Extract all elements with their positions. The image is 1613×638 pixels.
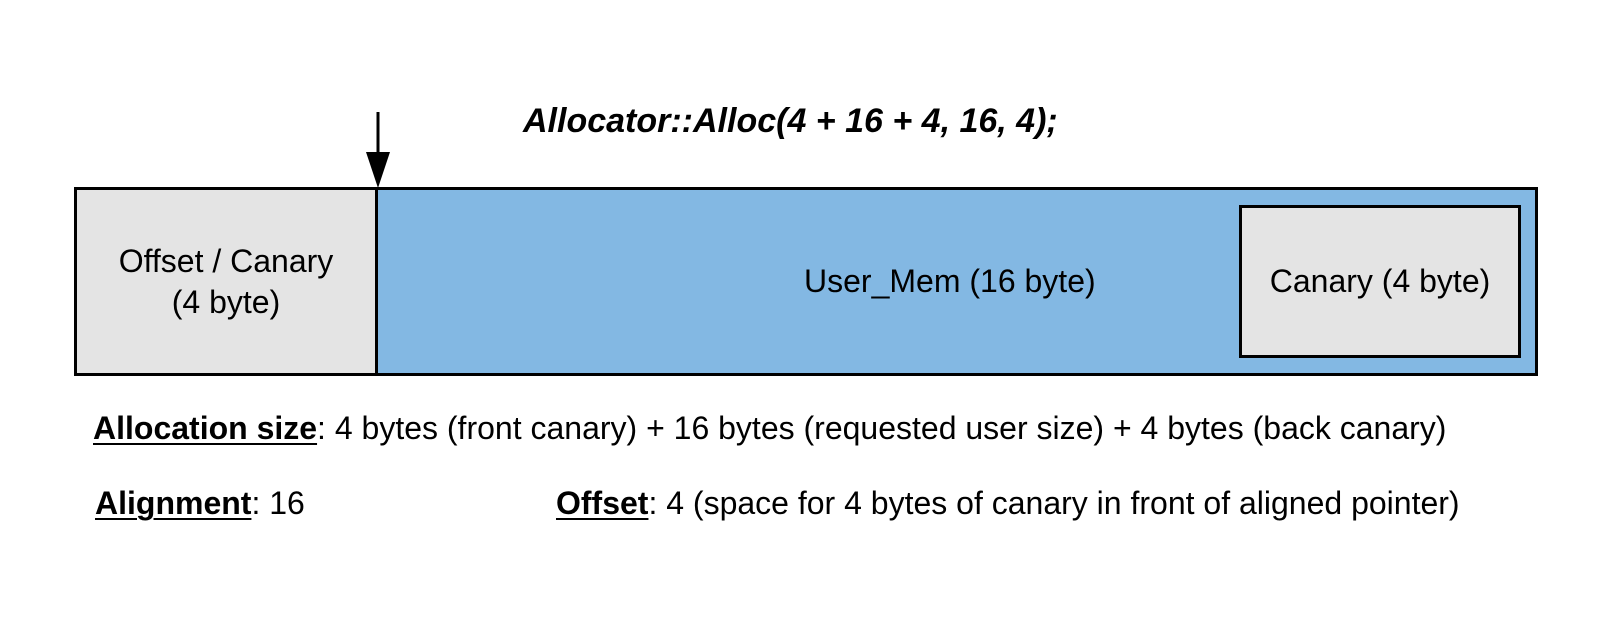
back-canary-block: Canary (4 byte) xyxy=(1239,205,1521,358)
offset-value: : 4 (space for 4 bytes of canary in fron… xyxy=(648,485,1460,521)
offset-key: Offset xyxy=(556,485,649,521)
allocation-size-note: Allocation size: 4 bytes (front canary) … xyxy=(93,412,1446,444)
alloc-call-label: Allocator::Alloc(4 + 16 + 4, 16, 4); xyxy=(523,102,1058,140)
memory-block: Offset / Canary (4 byte) User_Mem (16 by… xyxy=(74,187,1538,376)
back-canary-label: Canary (4 byte) xyxy=(1269,263,1491,299)
allocation-size-key: Allocation size xyxy=(93,410,318,446)
alignment-key: Alignment xyxy=(95,485,252,521)
offset-note: Offset: 4 (space for 4 bytes of canary i… xyxy=(556,487,1460,519)
alignment-note: Alignment: 16 xyxy=(95,487,305,519)
allocation-size-value: : 4 bytes (front canary) + 16 bytes (req… xyxy=(317,410,1447,446)
user-mem-label: User_Mem (16 byte) xyxy=(804,263,1096,299)
alignment-value: : 16 xyxy=(251,485,305,521)
down-arrow-icon xyxy=(366,112,390,188)
front-canary-label-line1: Offset / Canary xyxy=(118,242,334,279)
front-canary-label: Offset / Canary (4 byte) xyxy=(119,241,334,323)
front-canary-block: Offset / Canary (4 byte) xyxy=(77,190,378,373)
front-canary-label-line2: (4 byte) xyxy=(171,283,281,320)
